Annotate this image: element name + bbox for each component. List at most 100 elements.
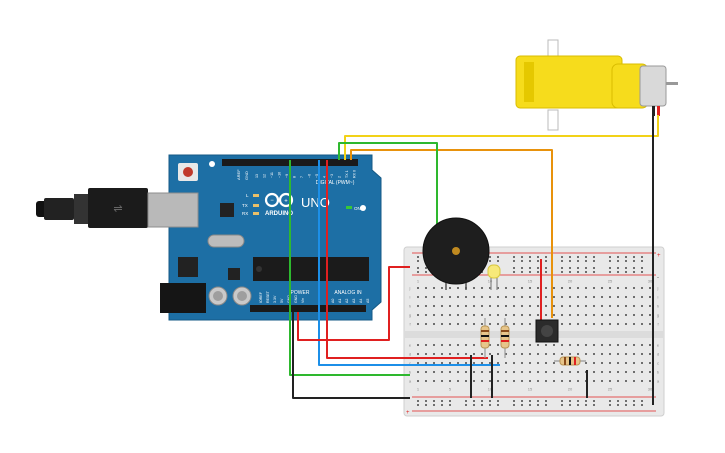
breadboard-hole[interactable] [593, 323, 595, 325]
rail-hole[interactable] [625, 404, 627, 406]
rail-hole[interactable] [537, 400, 539, 402]
breadboard-hole[interactable] [513, 287, 515, 289]
rail-hole[interactable] [593, 267, 595, 269]
breadboard-hole[interactable] [457, 296, 459, 298]
breadboard-hole[interactable] [481, 323, 483, 325]
rail-hole[interactable] [609, 260, 611, 262]
breadboard-hole[interactable] [457, 344, 459, 346]
wire-orange[interactable] [350, 149, 553, 318]
rail-hole[interactable] [585, 271, 587, 273]
breadboard-hole[interactable] [449, 296, 451, 298]
breadboard-hole[interactable] [553, 296, 555, 298]
breadboard-hole[interactable] [585, 323, 587, 325]
breadboard-hole[interactable] [601, 380, 603, 382]
breadboard-hole[interactable] [593, 344, 595, 346]
rail-hole[interactable] [617, 267, 619, 269]
rail-hole[interactable] [537, 256, 539, 258]
rail-hole[interactable] [569, 260, 571, 262]
breadboard-hole[interactable] [489, 371, 491, 373]
wire-red-signal[interactable] [326, 160, 488, 359]
breadboard-hole[interactable] [425, 344, 427, 346]
breadboard-hole[interactable] [529, 353, 531, 355]
breadboard-hole[interactable] [609, 344, 611, 346]
breadboard-hole[interactable] [585, 362, 587, 364]
wire-blue[interactable] [318, 160, 500, 366]
rail-hole[interactable] [593, 404, 595, 406]
rail-hole[interactable] [609, 271, 611, 273]
breadboard-hole[interactable] [545, 380, 547, 382]
breadboard-hole[interactable] [449, 353, 451, 355]
rail-hole[interactable] [529, 404, 531, 406]
breadboard-hole[interactable] [625, 296, 627, 298]
breadboard-hole[interactable] [569, 323, 571, 325]
breadboard-hole[interactable] [577, 371, 579, 373]
rail-hole[interactable] [497, 256, 499, 258]
resistor-1[interactable] [480, 318, 490, 358]
rail-hole[interactable] [625, 267, 627, 269]
breadboard-hole[interactable] [417, 371, 419, 373]
breadboard-hole[interactable] [441, 380, 443, 382]
breadboard-hole[interactable] [505, 305, 507, 307]
rail-hole[interactable] [617, 271, 619, 273]
breadboard-hole[interactable] [489, 323, 491, 325]
breadboard-hole[interactable] [481, 362, 483, 364]
breadboard-hole[interactable] [609, 353, 611, 355]
dc-motor[interactable] [515, 39, 678, 131]
rail-hole[interactable] [593, 271, 595, 273]
rail-hole[interactable] [545, 260, 547, 262]
breadboard-hole[interactable] [649, 362, 651, 364]
breadboard-hole[interactable] [553, 371, 555, 373]
rail-hole[interactable] [521, 260, 523, 262]
rail-hole[interactable] [537, 260, 539, 262]
rail-hole[interactable] [433, 400, 435, 402]
breadboard-hole[interactable] [601, 314, 603, 316]
rail-hole[interactable] [497, 400, 499, 402]
breadboard-hole[interactable] [585, 353, 587, 355]
breadboard-hole[interactable] [489, 314, 491, 316]
breadboard-hole[interactable] [513, 305, 515, 307]
breadboard-hole[interactable] [609, 287, 611, 289]
breadboard-hole[interactable] [505, 380, 507, 382]
breadboard-hole[interactable] [617, 287, 619, 289]
breadboard-hole[interactable] [617, 314, 619, 316]
breadboard-hole[interactable] [545, 344, 547, 346]
breadboard-hole[interactable] [521, 380, 523, 382]
breadboard-hole[interactable] [593, 371, 595, 373]
usb-plug[interactable] [88, 188, 148, 228]
breadboard-hole[interactable] [417, 323, 419, 325]
breadboard-hole[interactable] [529, 287, 531, 289]
breadboard-hole[interactable] [449, 323, 451, 325]
breadboard-hole[interactable] [625, 362, 627, 364]
breadboard-hole[interactable] [545, 371, 547, 373]
breadboard-hole[interactable] [521, 323, 523, 325]
breadboard-hole[interactable] [521, 287, 523, 289]
breadboard-hole[interactable] [529, 362, 531, 364]
breadboard-hole[interactable] [457, 323, 459, 325]
breadboard-hole[interactable] [465, 353, 467, 355]
breadboard-hole[interactable] [641, 371, 643, 373]
breadboard-hole[interactable] [465, 344, 467, 346]
breadboard-hole[interactable] [417, 305, 419, 307]
breadboard-hole[interactable] [465, 371, 467, 373]
breadboard-hole[interactable] [449, 362, 451, 364]
rail-hole[interactable] [529, 260, 531, 262]
breadboard-hole[interactable] [425, 305, 427, 307]
breadboard-hole[interactable] [577, 323, 579, 325]
breadboard-hole[interactable] [497, 296, 499, 298]
rail-hole[interactable] [577, 256, 579, 258]
breadboard-hole[interactable] [601, 362, 603, 364]
breadboard-hole[interactable] [529, 380, 531, 382]
rail-hole[interactable] [609, 267, 611, 269]
rail-hole[interactable] [537, 267, 539, 269]
breadboard-hole[interactable] [633, 314, 635, 316]
breadboard-hole[interactable] [577, 314, 579, 316]
wire-yellow[interactable] [344, 115, 659, 160]
breadboard-hole[interactable] [513, 344, 515, 346]
breadboard-hole[interactable] [497, 380, 499, 382]
breadboard-hole[interactable] [585, 287, 587, 289]
breadboard-hole[interactable] [641, 380, 643, 382]
breadboard-hole[interactable] [465, 305, 467, 307]
rail-hole[interactable] [529, 267, 531, 269]
rail-hole[interactable] [481, 400, 483, 402]
rail-hole[interactable] [521, 267, 523, 269]
